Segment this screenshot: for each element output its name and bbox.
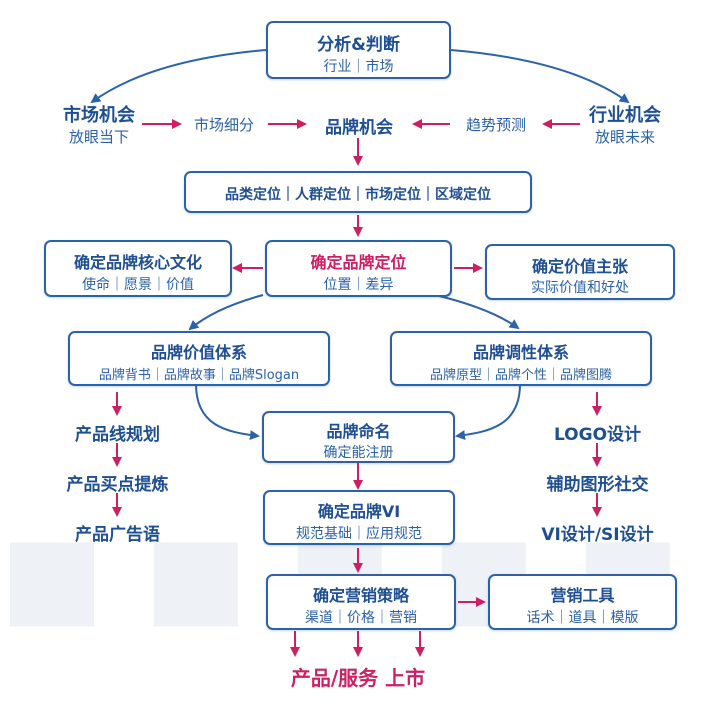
vi-si-design: VI设计/SI设计 [541, 525, 654, 545]
market-segment-label: 市场细分 [193, 116, 254, 134]
industry-opportunity-title: 行业机会 [589, 105, 661, 126]
marketing-strategy-box: 确定营销策略 渠道｜价格｜营销 [266, 574, 456, 630]
core-culture-sub: 使命｜愿景｜价值 [82, 277, 194, 293]
positioning-box: 品类定位｜人群定位｜市场定位｜区域定位 [184, 171, 532, 213]
aux-graphics: 辅助图形社交 [546, 475, 649, 495]
positioning-text: 品类定位｜人群定位｜市场定位｜区域定位 [225, 187, 491, 203]
brand-vi-box: 确定品牌VI 规范基础｜应用规范 [263, 490, 455, 545]
product-selling-points: 产品买点提炼 [66, 475, 169, 495]
brand-vi-title: 确定品牌VI [317, 502, 401, 521]
brand-position-box: 确定品牌定位 位置｜差异 [265, 240, 452, 297]
analysis-sub: 行业｜市场 [323, 59, 394, 75]
marketing-tools-title: 营销工具 [550, 586, 615, 605]
marketing-strategy-sub: 渠道｜价格｜营销 [305, 610, 417, 626]
naming-sub: 确定能注册 [323, 445, 394, 461]
brand-position-sub: 位置｜差异 [323, 277, 394, 293]
market-opportunity-title: 市场机会 [63, 105, 135, 126]
analysis-box: 分析&判断 行业｜市场 [266, 21, 451, 79]
product-line-planning: 产品线规划 [75, 425, 160, 445]
tone-system-sub: 品牌原型｜品牌个性｜品牌图腾 [429, 368, 612, 383]
value-proposition-sub: 实际价值和好处 [531, 280, 629, 296]
curve-top-to-industry [450, 49, 630, 104]
marketing-strategy-title: 确定营销策略 [312, 586, 409, 605]
brand-position-title: 确定品牌定位 [310, 253, 407, 272]
market-opportunity-sub: 放眼当下 [68, 128, 129, 146]
tone-system-box: 品牌调性体系 品牌原型｜品牌个性｜品牌图腾 [390, 331, 652, 386]
tone-system-title: 品牌调性体系 [472, 343, 569, 362]
value-proposition-box: 确定价值主张 实际价值和好处 [485, 244, 675, 300]
curve-position-to-value-system [188, 294, 264, 331]
value-system-box: 品牌价值体系 品牌背书｜品牌故事｜品牌Slogan [68, 331, 330, 386]
marketing-tools-sub: 话术｜道具｜模版 [526, 610, 639, 626]
marketing-tools-box: 营销工具 话术｜道具｜模版 [488, 574, 677, 630]
value-system-sub: 品牌背书｜品牌故事｜品牌Slogan [98, 368, 300, 383]
trend-forecast-label: 趋势预测 [465, 116, 526, 134]
core-culture-box: 确定品牌核心文化 使命｜愿景｜价值 [44, 240, 232, 297]
logo-design: LOGO设计 [553, 425, 642, 445]
brand-opportunity-label: 品牌机会 [325, 118, 393, 138]
value-system-title: 品牌价值体系 [150, 343, 247, 362]
brand-vi-sub: 规范基础｜应用规范 [296, 526, 422, 542]
value-proposition-title: 确定价值主张 [531, 257, 628, 276]
industry-opportunity-sub: 放眼未来 [594, 128, 655, 146]
analysis-title: 分析&判断 [317, 35, 400, 55]
naming-title: 品牌命名 [326, 422, 391, 441]
product-slogan: 产品广告语 [75, 525, 160, 545]
curve-tone-system-to-naming [455, 383, 521, 441]
curve-position-to-tone-system [434, 294, 520, 330]
curve-top-to-market [90, 49, 267, 104]
curve-value-system-to-naming [195, 383, 260, 441]
core-culture-title: 确定品牌核心文化 [73, 253, 202, 272]
launch-label: 产品/服务 上市 [290, 666, 426, 690]
naming-box: 品牌命名 确定能注册 [262, 411, 455, 463]
